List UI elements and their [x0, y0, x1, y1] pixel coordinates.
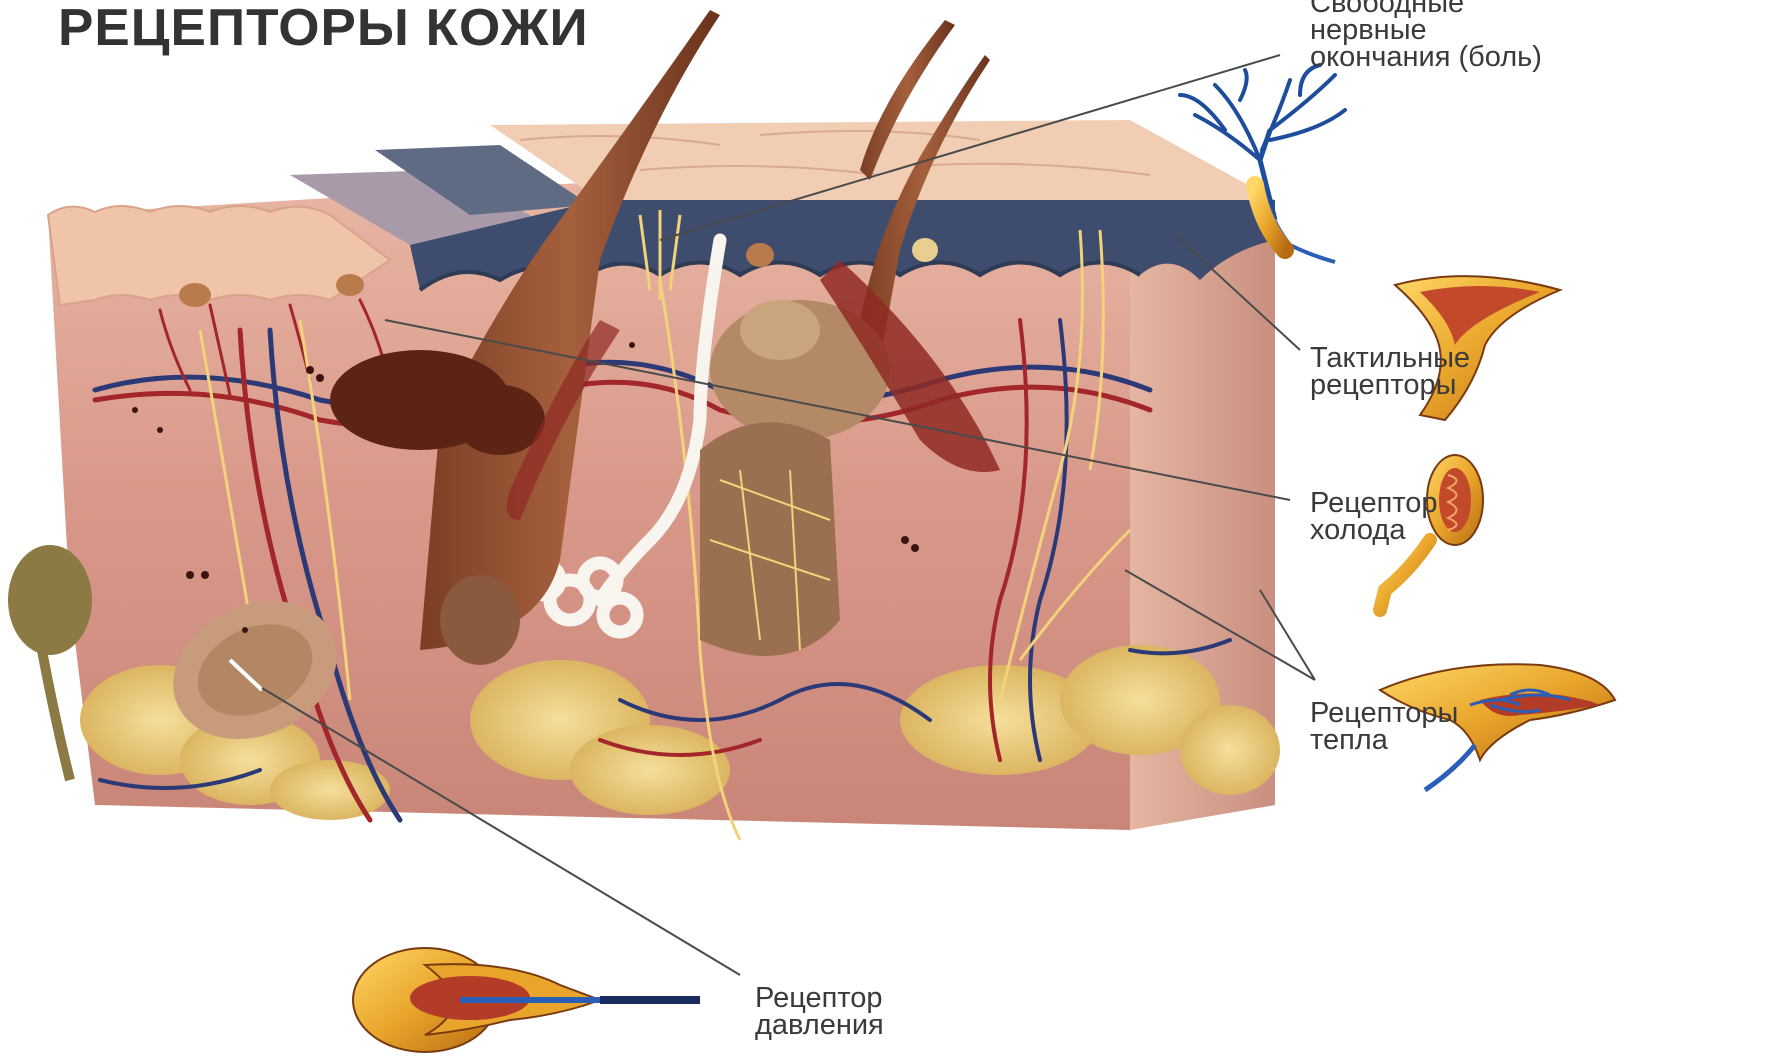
label-line: окончания (боль) — [1310, 44, 1542, 71]
label-line: Рецепторы — [1310, 700, 1458, 727]
label-cold-receptor: Рецептор холода — [1310, 490, 1438, 544]
skin-block — [8, 10, 1280, 840]
pressure-receptor-drawing — [353, 948, 700, 1052]
label-line: давления — [755, 1012, 884, 1039]
label-line: рецепторы — [1310, 372, 1470, 399]
label-heat-receptors: Рецепторы тепла — [1310, 700, 1458, 754]
label-line: тепла — [1310, 727, 1458, 754]
label-line: холода — [1310, 517, 1438, 544]
label-pressure-receptor: Рецептор давления — [755, 985, 884, 1039]
label-line: Рецептор — [1310, 490, 1438, 517]
label-free-nerve-endings: Свободные нервные окончания (боль) — [1310, 0, 1542, 71]
label-line: Тактильные — [1310, 345, 1470, 372]
label-tactile-receptors: Тактильные рецепторы — [1310, 345, 1470, 399]
label-line: Рецептор — [755, 985, 884, 1012]
label-line: нервные — [1310, 17, 1542, 44]
